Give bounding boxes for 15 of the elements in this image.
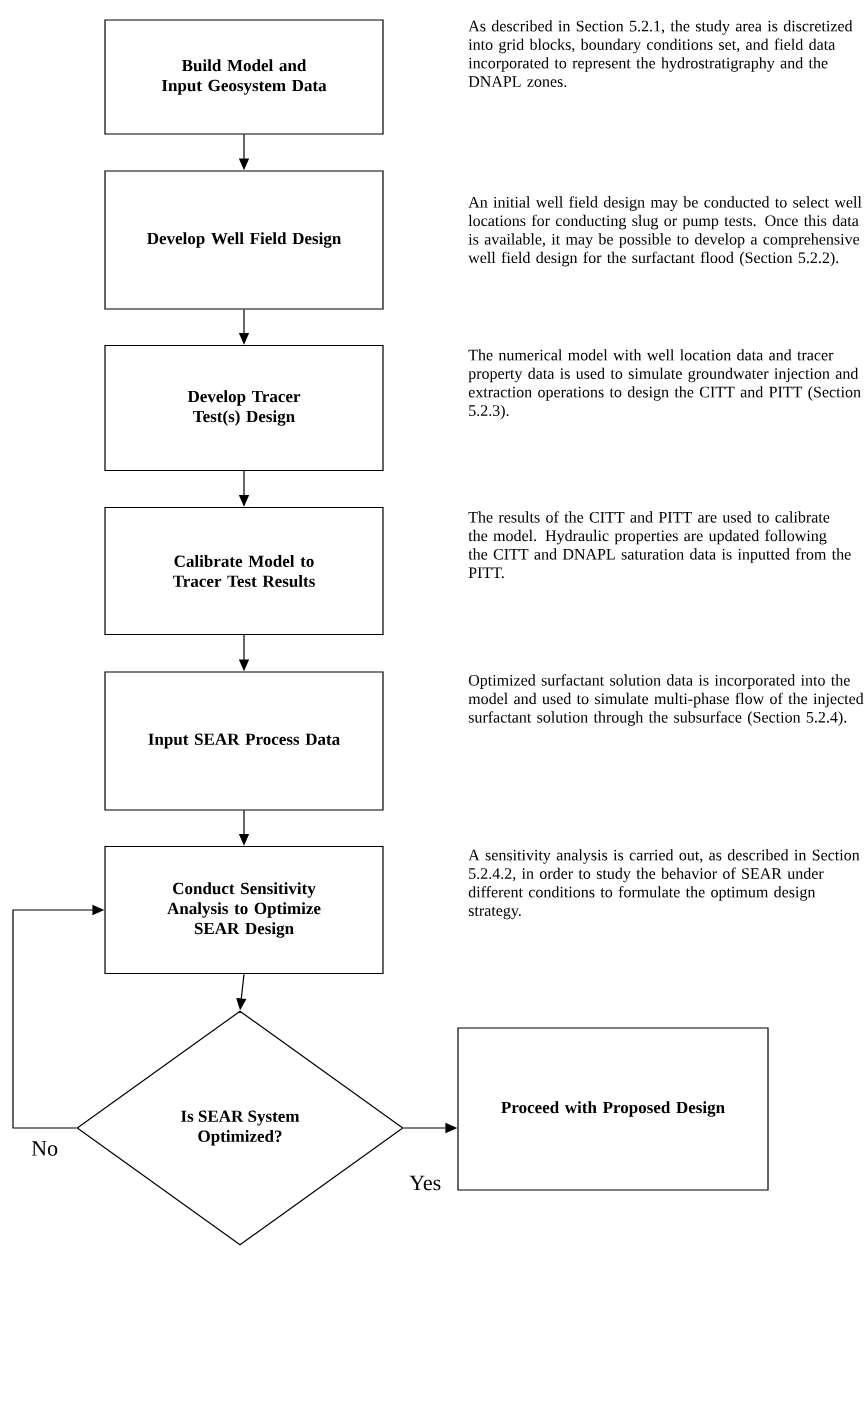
edge-label: No xyxy=(30,1140,60,1157)
process-box: Calibrate Model to Tracer Test Results xyxy=(104,506,384,636)
description-text: As described in Section 5.2.1, the study area is discretized into grid blocks, boundary conditions set, and field data incorporated to represent the hydrostratigraphy and the DNAPL zones. xyxy=(468,20,853,87)
process-box: Proceed with Proposed Design xyxy=(457,1027,769,1191)
description-text: The numerical model with well location data and tracer property data is used to simulate groundwater injection and extraction operations to design the CITT and PITT (Section 5.2.3). xyxy=(468,349,861,420)
process-box: Develop Tracer Test(s) Design xyxy=(104,344,384,472)
description-text: An initial well field design may be conducted to select well locations for conducting slug or pump tests. Once this data is available, it may be possible to develop a comprehensive well field design for the surfactant flood (Section 5.2.2). xyxy=(468,196,862,267)
process-box: Conduct Sensitivity Analysis to Optimize SEAR Design xyxy=(104,845,384,975)
description-text: The results of the CITT and PITT are used to calibrate the model. Hydraulic properties are updated following the CITT and DNAPL saturation data is inputted from the PITT. xyxy=(468,511,851,579)
process-box: Build Model and Input Geosystem Data xyxy=(104,19,384,135)
description-text: Optimized surfactant solution data is incorporated into the model and used to simulate multi-phase flow of the injected surfactant solution through the subsurface (Section 5.2.4). xyxy=(468,674,864,726)
process-box: Input SEAR Process Data xyxy=(104,671,384,811)
process-box: Develop Well Field Design xyxy=(104,170,384,310)
description-text: A sensitivity analysis is carried out, as described in Section 5.2.4.2, in order to study the behavior of SEAR under different conditions to formulate the optimum design strategy. xyxy=(468,849,860,920)
edge-label: Yes xyxy=(408,1174,443,1192)
